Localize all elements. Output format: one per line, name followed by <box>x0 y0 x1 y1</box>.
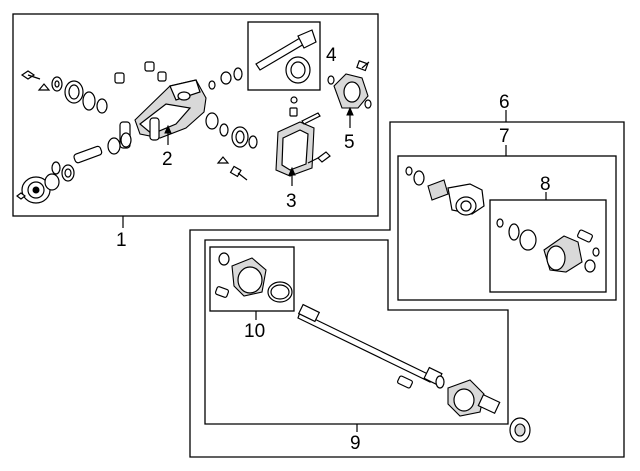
group-6-9-axle-shaft: 6 7 8 9 <box>189 92 625 458</box>
bolt-bottom <box>229 165 248 181</box>
inner-cv-joint <box>405 166 485 216</box>
callout-2: 2 <box>162 149 173 170</box>
housing-washers <box>205 67 258 164</box>
left-bearing-stack <box>51 76 108 114</box>
callout-9: 9 <box>350 433 361 454</box>
callout-4: 4 <box>326 45 337 66</box>
callout-3: 3 <box>286 191 297 212</box>
callout-1: 1 <box>116 230 127 251</box>
differential-case <box>327 60 372 109</box>
left-bolt-top <box>20 70 51 91</box>
inner-boot-kit <box>496 218 600 273</box>
plug-caps <box>114 61 167 84</box>
frame-4 <box>247 21 321 91</box>
differential-housing <box>119 79 207 149</box>
callout-10: 10 <box>244 321 265 342</box>
companion-flange <box>16 173 60 204</box>
frame-1 <box>12 13 379 217</box>
group-1-differential-assembly: 1 2 3 4 5 <box>12 13 379 251</box>
frame-9 <box>204 239 509 425</box>
outer-boot-kit <box>214 252 293 303</box>
rear-cover <box>275 96 331 177</box>
lower-left-shaft <box>51 132 132 182</box>
axle-shaft <box>297 303 445 389</box>
pinion-inset <box>247 21 321 91</box>
frame-8 <box>489 199 607 293</box>
frame-10 <box>209 246 295 312</box>
callout-8: 8 <box>540 174 551 195</box>
callout-5: 5 <box>344 132 355 153</box>
callout-7: 7 <box>499 126 510 147</box>
callout-6: 6 <box>499 92 510 113</box>
outer-cv-joint <box>447 379 531 443</box>
frame-7 <box>397 155 617 301</box>
frame-6 <box>189 121 625 458</box>
